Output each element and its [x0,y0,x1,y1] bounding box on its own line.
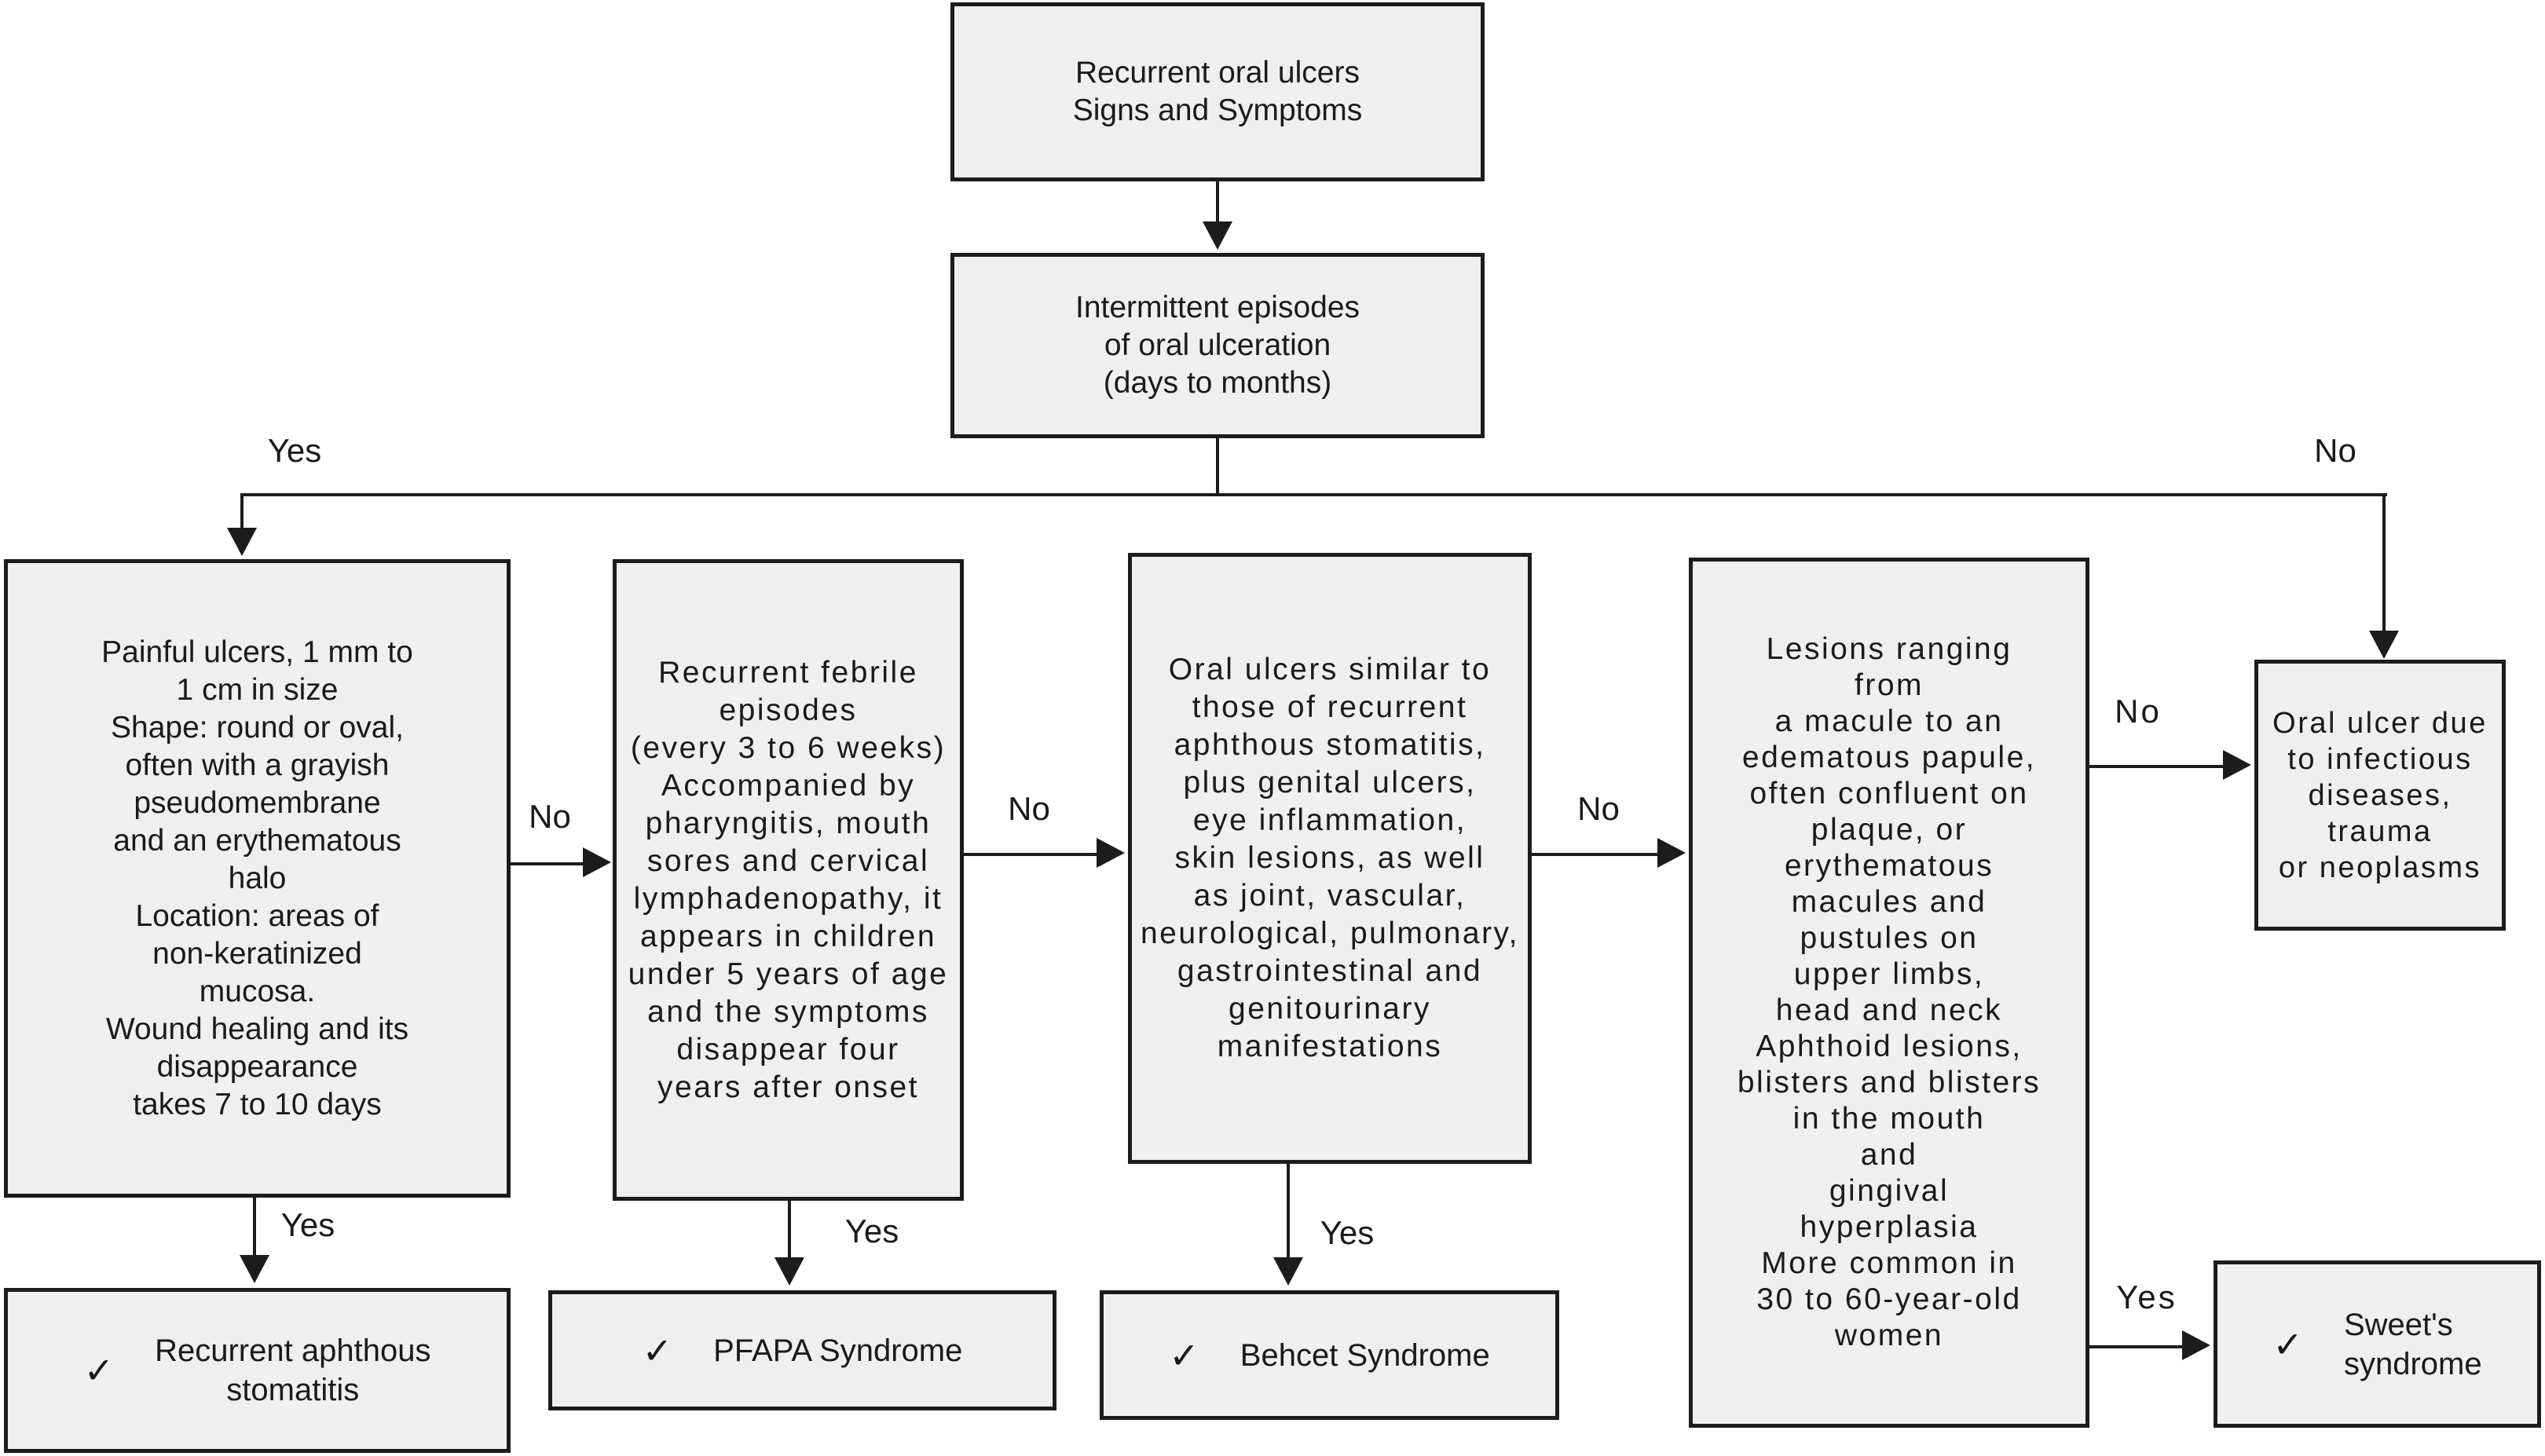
check-icon: ✓ [83,1350,115,1391]
no-pfapa-behcet-label: No [1008,790,1050,827]
no-sweet-other-line [2089,765,2225,768]
arrow-start-episodes-head-icon [1203,221,1232,250]
no-behcet-sweet-head-icon [1657,838,1686,868]
behcet-criteria-text: Oral ulcers similar to those of recurren… [1140,653,1519,1063]
result-behcet-text: Behcet Syndrome [1240,1337,1490,1373]
yes-ras-line [253,1198,256,1258]
yes-behcet-label: Yes [1320,1214,1375,1251]
branch-yes-label: Yes [267,432,322,469]
sweet-criteria-text: Lesions ranging from a macule to an edem… [1737,632,2041,1352]
branch-line [240,493,2387,496]
no-ras-pfapa-line [511,862,584,865]
yes-behcet-line [1287,1164,1290,1260]
no-pfapa-behcet-head-icon [1097,838,1125,868]
branch-no-label: No [2314,432,2356,469]
check-icon: ✓ [2272,1323,2303,1365]
no-ras-pfapa-head-icon [583,847,611,877]
branch-no-drop-line [2382,495,2386,632]
yes-pfapa-label: Yes [844,1213,899,1249]
result-pfapa-text: PFAPA Syndrome [713,1333,963,1368]
no-behcet-sweet-label: No [1577,790,1620,827]
branch-stem-line [1216,437,1219,496]
behcet-criteria-box: Oral ulcers similar to those of recurren… [1128,553,1532,1164]
check-icon: ✓ [1169,1334,1199,1376]
result-box-ras: ✓ Recurrent aphthous stomatitis [4,1288,511,1453]
no-sweet-other-label: No [2115,693,2162,730]
yes-ras-head-icon [240,1255,269,1283]
pfapa-criteria-text: Recurrent febrile episodes (every 3 to 6… [628,655,949,1104]
ras-criteria-box: Painful ulcers, 1 mm to 1 cm in size Sha… [4,559,511,1198]
yes-sweet-label: Yes [2116,1279,2177,1315]
yes-sweet-line [2089,1345,2184,1348]
result-sweet-text: Sweet's syndrome [2343,1307,2482,1381]
yes-sweet-head-icon [2182,1330,2210,1360]
other-causes-box: Oral ulcer due to infectious diseases, t… [2254,660,2506,931]
no-pfapa-behcet-line [964,853,1098,856]
episodes-box: Intermittent episodes of oral ulceration… [950,253,1485,438]
result-box-sweet: ✓ Sweet's syndrome [2214,1260,2541,1428]
yes-pfapa-line [788,1201,791,1260]
yes-pfapa-head-icon [774,1257,804,1286]
episodes-box-text: Intermittent episodes of oral ulceration… [1075,291,1360,400]
no-behcet-sweet-line [1532,853,1659,856]
no-ras-pfapa-label: No [529,798,571,835]
no-sweet-other-head-icon [2223,750,2251,780]
check-icon: ✓ [642,1330,673,1371]
arrow-start-episodes-line [1216,181,1219,223]
yes-behcet-head-icon [1273,1257,1303,1286]
yes-ras-label: Yes [280,1206,335,1243]
sweet-criteria-box: Lesions ranging from a macule to an edem… [1689,558,2089,1428]
branch-yes-arrow-head-icon [227,528,257,556]
branch-yes-drop-line [240,495,244,529]
pfapa-criteria-box: Recurrent febrile episodes (every 3 to 6… [613,559,964,1201]
start-box: Recurrent oral ulcers Signs and Symptoms [950,2,1485,181]
result-box-behcet: ✓ Behcet Syndrome [1100,1290,1559,1420]
branch-no-arrow-head-icon [2369,631,2399,659]
other-causes-text: Oral ulcer due to infectious diseases, t… [2272,706,2488,884]
start-box-text: Recurrent oral ulcers Signs and Symptoms [1072,56,1363,127]
ras-criteria-text: Painful ulcers, 1 mm to 1 cm in size Sha… [101,635,413,1121]
result-box-pfapa: ✓ PFAPA Syndrome [548,1290,1056,1410]
result-ras-text: Recurrent aphthous stomatitis [155,1333,431,1407]
